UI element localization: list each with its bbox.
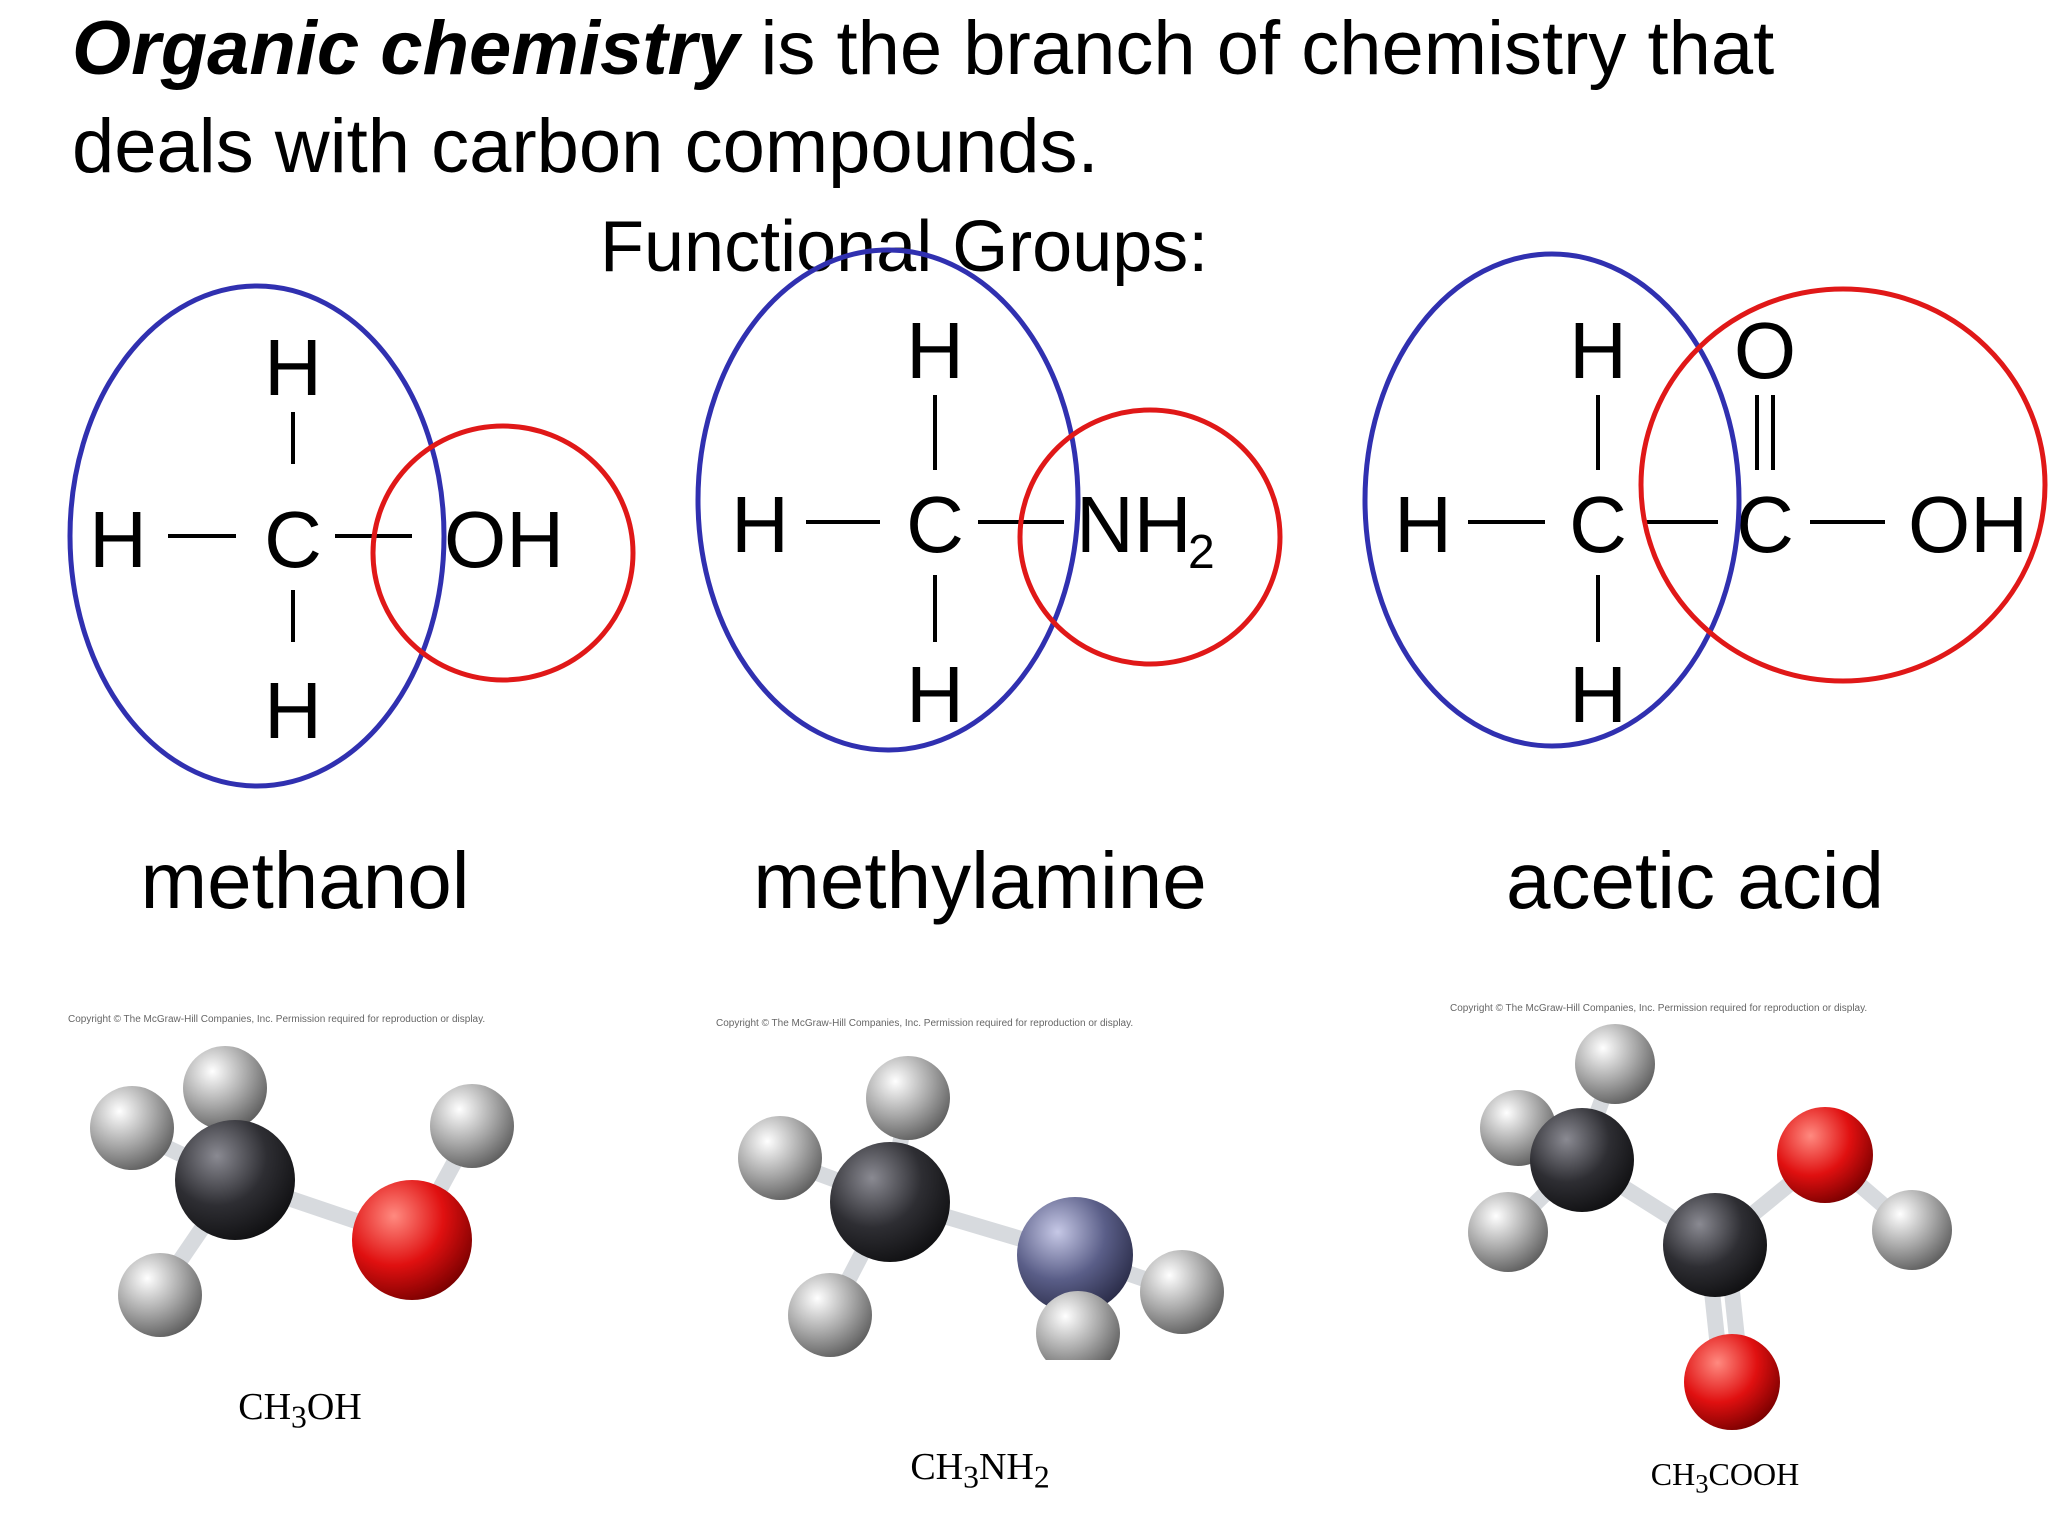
methanol-c-atom — [175, 1120, 295, 1240]
methylamine-nh: NH — [1076, 480, 1192, 569]
methanol-o-atom — [352, 1180, 472, 1300]
methanol-h-atom-oh — [430, 1084, 514, 1168]
methylamine-formula: CH3NH2 — [860, 1445, 1100, 1500]
intro-line-1: Organic chemistry is the branch of chemi… — [72, 0, 2012, 98]
methanol-formula-b: OH — [306, 1386, 362, 1428]
acetic-acid-formula: CH3COOH — [1620, 1452, 1830, 1505]
acetic-group-circle — [1638, 286, 2048, 684]
methylamine-n-atom — [1017, 1197, 1133, 1313]
methylamine-formula-sub1: 3 — [963, 1459, 979, 1495]
methanol-oh: OH — [444, 495, 564, 584]
methanol-methyl-circle — [67, 283, 447, 789]
methylamine-h-atom-n-right — [1140, 1250, 1224, 1334]
methylamine-c: C — [906, 480, 964, 569]
methanol-h-atom-bottom — [118, 1253, 202, 1337]
acetic-o-atom-carbonyl — [1684, 1334, 1780, 1430]
methylamine-h-bottom: H — [906, 650, 964, 739]
acetic-formula-b: COOH — [1708, 1456, 1800, 1492]
acetic-methyl-circle — [1362, 251, 1742, 749]
methanol-label: methanol — [140, 836, 470, 925]
acetic-formula-sub: 3 — [1695, 1468, 1709, 1499]
acetic-acid-structure: H O H C C OH H — [1362, 251, 2048, 749]
methanol-group-circle — [370, 423, 636, 683]
methylamine-formula-sub2: 2 — [1033, 1459, 1050, 1495]
methanol-formula-a: CH — [238, 1386, 292, 1428]
acetic-acid-label: acetic acid — [1506, 836, 1884, 925]
acetic-c-atom-methyl — [1530, 1108, 1634, 1212]
methanol-h-left: H — [89, 495, 147, 584]
acetic-h-bottom: H — [1569, 650, 1627, 739]
acetic-c-atom-carboxyl — [1663, 1193, 1767, 1297]
acetic-c1: C — [1569, 480, 1627, 569]
methylamine-h-left: H — [731, 480, 789, 569]
intro-emphasis: Organic chemistry — [72, 6, 740, 91]
intro-line-2: deals with carbon compounds. — [72, 104, 1099, 189]
methanol-formula: CH3OH — [200, 1385, 400, 1440]
acetic-o-atom-hydroxyl — [1777, 1107, 1873, 1203]
methanol-h-atom-left — [90, 1086, 174, 1170]
acetic-h-atom-bottom — [1468, 1192, 1548, 1272]
acetic-formula-a: CH — [1650, 1456, 1696, 1492]
methylamine-h-atom-bottom — [788, 1273, 872, 1357]
methanol-h-bottom: H — [264, 666, 322, 755]
methylamine-methyl-circle — [695, 247, 1081, 753]
methylamine-copyright: Copyright © The McGraw-Hill Companies, I… — [716, 1018, 1134, 1029]
methylamine-structure: H H C NH 2 H — [695, 247, 1283, 753]
methanol-h-atom-top — [183, 1046, 267, 1130]
methanol-h-top: H — [264, 323, 322, 412]
methylamine-ball-stick-model — [738, 1056, 1224, 1360]
methanol-ball-stick-model — [90, 1046, 514, 1337]
methylamine-group-circle — [1017, 407, 1283, 667]
methylamine-nh-subscript: 2 — [1188, 526, 1215, 579]
acetic-c2: C — [1736, 480, 1794, 569]
acetic-h-top: H — [1569, 306, 1627, 395]
structural-formulas: H H C OH H H H C NH 2 H H O H C C — [67, 247, 2048, 789]
methylamine-h-atom-n-bottom — [1036, 1291, 1120, 1360]
acetic-h-atom-hydroxyl — [1872, 1190, 1952, 1270]
methanol-copyright: Copyright © The McGraw-Hill Companies, I… — [68, 1014, 486, 1025]
methylamine-h-atom-left — [738, 1116, 822, 1200]
methanol-c: C — [264, 495, 322, 584]
functional-groups-title: Functional Groups: — [600, 207, 1209, 287]
methylamine-h-atom-top — [866, 1056, 950, 1140]
methanol-formula-sub: 3 — [291, 1399, 307, 1435]
methylamine-label: methylamine — [753, 836, 1207, 925]
acetic-h-left: H — [1394, 480, 1452, 569]
acetic-copyright: Copyright © The McGraw-Hill Companies, I… — [1450, 1003, 1868, 1014]
acetic-acid-ball-stick-model — [1468, 1024, 1952, 1430]
intro-rest: is the branch of chemistry that — [739, 6, 1775, 91]
acetic-h-atom-top — [1575, 1024, 1655, 1104]
methylamine-c-atom — [830, 1142, 950, 1262]
methylamine-formula-a: CH — [910, 1446, 964, 1488]
intro-text: Organic chemistry is the branch of chemi… — [72, 0, 2012, 196]
methanol-structure: H H C OH H — [67, 283, 636, 789]
methylamine-formula-b: NH — [978, 1446, 1034, 1488]
acetic-o-top: O — [1734, 306, 1796, 395]
methylamine-h-top: H — [906, 306, 964, 395]
acetic-oh: OH — [1908, 480, 2028, 569]
